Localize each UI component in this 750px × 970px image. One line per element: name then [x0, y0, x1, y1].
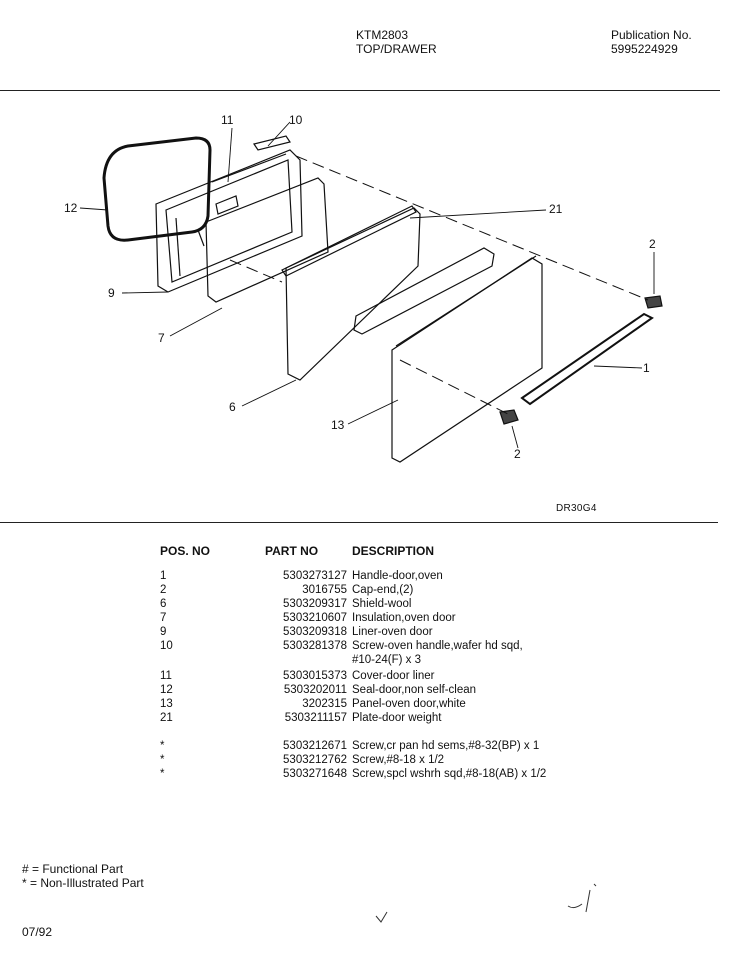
- part-no: 5303212762: [283, 754, 347, 766]
- pos-no: 12: [160, 684, 173, 696]
- description: Screw,cr pan hd sems,#8-32(BP) x 1: [352, 740, 540, 752]
- description: Plate-door weight: [352, 712, 442, 724]
- drawing-code: DR30G4: [556, 503, 597, 514]
- part-no-header: PART NO: [265, 544, 319, 558]
- part-no: 5303281378: [283, 640, 347, 652]
- description: Handle-door,oven: [352, 570, 443, 582]
- callout-2-bottom: 2: [514, 447, 521, 461]
- part-no: 5303210607: [283, 612, 347, 624]
- pos-no: 9: [160, 626, 167, 638]
- pos-no: 2: [160, 584, 167, 596]
- description: Liner-oven door: [352, 626, 433, 638]
- part-no: 5303202011: [283, 684, 347, 696]
- description: Shield-wool: [352, 598, 412, 610]
- callout-10: 10: [289, 113, 303, 127]
- pos-no: 10: [160, 640, 173, 652]
- callout-21: 21: [549, 202, 563, 216]
- description: Cover-door liner: [352, 670, 435, 682]
- description: Seal-door,non self-clean: [352, 684, 477, 696]
- end-cap-bottom: [499, 409, 519, 425]
- description: Panel-oven door,white: [352, 698, 466, 710]
- model-number: KTM2803: [356, 28, 409, 42]
- publication-label: Publication No.: [611, 28, 692, 42]
- door-weight-plate: [353, 247, 495, 335]
- pos-no: 13: [160, 698, 173, 710]
- shield-part: [285, 207, 421, 381]
- screw-part: [253, 135, 291, 151]
- callout-9: 9: [108, 286, 115, 300]
- revision-date: 07/92: [22, 925, 53, 939]
- pos-no: 21: [160, 712, 173, 724]
- scan-mark: [375, 911, 388, 923]
- description: Cap-end,(2): [352, 584, 414, 596]
- description: Screw,spcl wshrh sqd,#8-18(AB) x 1/2: [352, 768, 547, 780]
- handle-part: [520, 312, 654, 406]
- description: #10-24(F) x 3: [352, 654, 422, 666]
- callout-6: 6: [229, 400, 236, 414]
- scan-mark: [567, 883, 597, 913]
- part-no: 3202315: [302, 698, 347, 710]
- callout-11: 11: [221, 113, 234, 127]
- description: Insulation,oven door: [352, 612, 456, 624]
- pos-no: *: [160, 768, 165, 780]
- outer-panel-part: [391, 257, 543, 463]
- pos-no: 6: [160, 598, 167, 610]
- pos-no: 1: [160, 570, 167, 582]
- header-rule: [0, 90, 720, 91]
- description-header: DESCRIPTION: [352, 544, 435, 558]
- pos-no: *: [160, 754, 165, 766]
- section-divider: [0, 522, 718, 523]
- description: Screw,#8-18 x 1/2: [352, 754, 445, 766]
- liner-part: [155, 149, 303, 293]
- exploded-parts-diagram: 11 10 12 21 2 9 7 1 6 13 2: [64, 113, 663, 463]
- pos-no: 7: [160, 612, 167, 624]
- publication-number: 5995224929: [611, 42, 678, 56]
- part-no: 3016755: [302, 584, 347, 596]
- end-cap-top: [644, 295, 663, 309]
- callout-13: 13: [331, 418, 345, 432]
- legend-functional: # = Functional Part: [22, 862, 124, 876]
- part-no: 5303211157: [284, 712, 347, 724]
- callout-1: 1: [643, 361, 650, 375]
- callout-12: 12: [64, 201, 78, 215]
- part-no: 5303212671: [283, 740, 347, 752]
- legend-non-illustrated: * = Non-Illustrated Part: [22, 876, 144, 890]
- part-no: 5303273127: [283, 570, 347, 582]
- callout-7: 7: [158, 331, 165, 345]
- part-no: 5303209317: [283, 598, 347, 610]
- seal-part: [102, 136, 212, 242]
- pos-no: 11: [160, 670, 172, 682]
- part-no: 5303209318: [283, 626, 347, 638]
- pos-no-header: POS. NO: [160, 544, 211, 558]
- callout-2-top: 2: [649, 237, 656, 251]
- insulation-part: [205, 177, 329, 303]
- section-title: TOP/DRAWER: [356, 42, 437, 56]
- pos-no: *: [160, 740, 165, 752]
- description: Screw-oven handle,wafer hd sqd,: [352, 640, 523, 652]
- part-no: 5303015373: [283, 670, 347, 682]
- part-no: 5303271648: [283, 768, 347, 780]
